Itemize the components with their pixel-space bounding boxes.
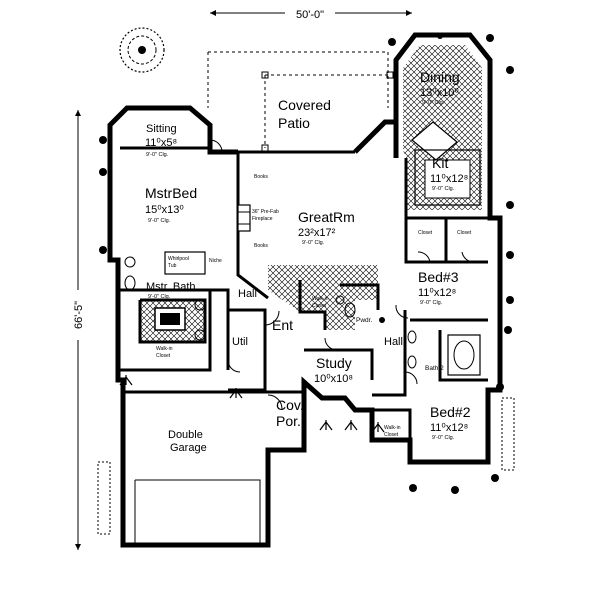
- door-icon: [209, 121, 475, 410]
- kit-size: 11⁰x12⁸: [430, 173, 468, 185]
- dining-ceiling: 9'-0" Clg.: [422, 100, 445, 106]
- hall-closet-label-1: Walk-in: [312, 296, 329, 302]
- study-name: Study: [316, 355, 352, 371]
- depth-dimension: 66'-5": [70, 110, 86, 550]
- hedge-icon: [97, 397, 515, 535]
- fireplace-label-2: Fireplace: [252, 216, 273, 222]
- kit-ceiling: 9'-0" Clg.: [432, 186, 455, 192]
- sitting-name: Sitting: [146, 123, 177, 135]
- bed2-name: Bed#2: [430, 404, 471, 420]
- sitting-ceiling: 9'-0" Clg.: [146, 152, 169, 158]
- bath2-tub-icon: [447, 334, 481, 376]
- mstrbath-ceiling: 9'-0" Clg.: [148, 294, 171, 300]
- study-size: 10⁰x10⁸: [314, 373, 353, 385]
- dining-name: Dining: [420, 69, 460, 85]
- garage-line1: Double: [168, 429, 203, 441]
- greatrm-ceiling: 9'-0" Clg.: [302, 240, 325, 246]
- hall-label: Hall: [238, 288, 257, 300]
- greatrm-name: GreatRm: [298, 209, 355, 225]
- powder-label: Pwdr.: [356, 317, 372, 324]
- fireplace-icon: [237, 204, 251, 232]
- mstrbath-name: Mstr. Bath: [146, 281, 196, 293]
- width-dimension: 50'-0": [210, 5, 412, 21]
- greatrm-size: 23²x17²: [298, 227, 336, 239]
- bed2-closet-label-1: Walk-in: [384, 425, 401, 431]
- sink-icon: [124, 256, 345, 341]
- garage-line2: Garage: [170, 442, 207, 454]
- mstrbed-ceiling: 9'-0" Clg.: [148, 218, 171, 224]
- exterior-walls: [107, 32, 503, 548]
- fireplace-label-1: 36" Pre-Fab: [252, 209, 279, 215]
- bed3-size: 11⁰x12⁸: [418, 287, 456, 299]
- covpor-line2: Por.: [276, 413, 301, 429]
- bed3-ceiling: 9'-0" Clg.: [420, 300, 443, 306]
- mstrbed-name: MstrBed: [145, 185, 197, 201]
- covered-patio-line1: Covered: [278, 97, 331, 113]
- whirlpool-label-2: Tub: [168, 263, 177, 269]
- hall-closet-label-2: Closet: [312, 303, 327, 309]
- books-label: Books: [254, 174, 268, 180]
- great-room: GreatRm 23²x17² 9'-0" Clg.: [298, 209, 355, 246]
- master-closet-label-2: Closet: [156, 353, 171, 359]
- master-bed: MstrBed 15⁰x13⁰ 9'-0" Clg.: [145, 185, 197, 224]
- covered-patio-line2: Patio: [278, 115, 310, 131]
- dining-size: 13⁰x10⁰: [420, 87, 459, 99]
- whirlpool-tub-icon: [164, 251, 206, 275]
- covered-patio: Covered Patio: [207, 51, 394, 152]
- bed3-name: Bed#3: [418, 269, 459, 285]
- niche-label: Niche: [209, 258, 222, 264]
- study-room: Study 10⁰x10⁸: [314, 355, 353, 385]
- master-closet-label-1: Walk-in: [156, 346, 173, 352]
- kitchen-room: Kit 11⁰x12⁸ 9'-0" Clg.: [430, 155, 468, 192]
- kit-name: Kit: [432, 155, 448, 171]
- closet-label: Closet: [418, 230, 433, 236]
- entry-label: Ent: [272, 317, 293, 333]
- books-label-2: Books: [254, 243, 268, 249]
- sitting-size: 11⁰x5⁸: [145, 137, 177, 149]
- tree-icon: [119, 27, 165, 73]
- covpor-line1: Cov.: [276, 397, 304, 413]
- sitting-room: Sitting 11⁰x5⁸ 9'-0" Clg.: [145, 123, 177, 158]
- width-label: 50'-0": [296, 9, 324, 21]
- island-icon: [154, 307, 186, 331]
- bath2-label: Bath 2: [425, 365, 444, 372]
- whirlpool-label-1: Whirlpool: [168, 256, 189, 262]
- interior-walls: [120, 146, 490, 545]
- master-bath: Mstr. Bath 9'-0" Clg.: [146, 281, 196, 300]
- hall-floor: [268, 265, 378, 330]
- kitchen-counter: [411, 121, 481, 206]
- dining-room: Dining 13⁰x10⁰ 9'-0" Clg.: [420, 69, 460, 106]
- bed2-room: Bed#2 11⁰x12⁸ 9'-0" Clg.: [430, 404, 471, 441]
- bed3-room: Bed#3 11⁰x12⁸ 9'-0" Clg.: [418, 269, 459, 306]
- covered-porch: Cov. Por.: [276, 397, 304, 429]
- bed2-closet-label-2: Closet: [384, 432, 399, 438]
- double-garage: Double Garage: [168, 429, 207, 454]
- toilet-icon: [124, 275, 417, 369]
- bed2-ceiling: 9'-0" Clg.: [432, 435, 455, 441]
- depth-label: 66'-5": [73, 301, 85, 329]
- hall-label-2: Hall: [384, 336, 403, 348]
- bed2-size: 11⁰x12⁸: [430, 422, 468, 434]
- mstrbed-size: 15⁰x13⁰: [145, 204, 184, 216]
- util-label: Util: [232, 336, 248, 348]
- closet-label-2: Closet: [457, 230, 472, 236]
